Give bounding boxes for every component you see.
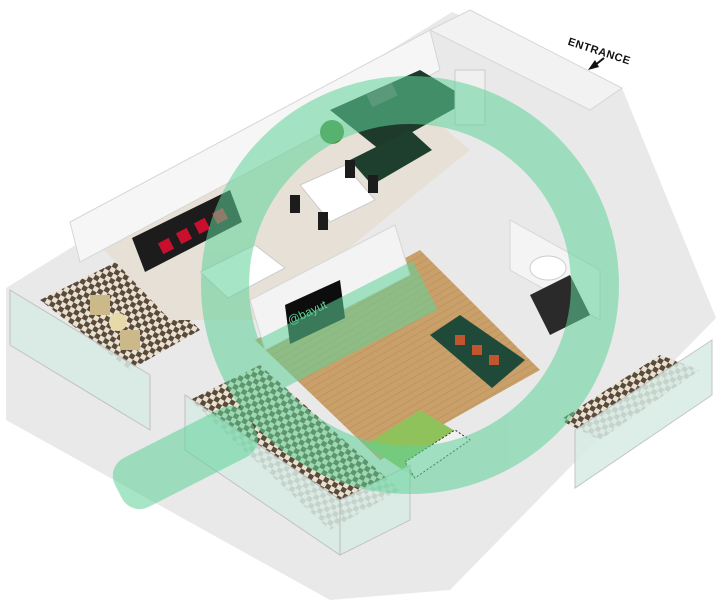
sofa-cushion — [472, 345, 482, 355]
entrance-wall — [428, 9, 623, 111]
dining-chair — [318, 212, 328, 230]
balcony-chair — [90, 295, 110, 315]
sofa-cushion — [455, 335, 465, 345]
balcony-table — [109, 313, 127, 331]
dining-table — [299, 164, 376, 223]
dining-chair — [345, 160, 355, 178]
arrow-down-left-icon — [588, 57, 605, 70]
left-balcony-railing — [9, 289, 151, 431]
dining-chair — [368, 175, 378, 193]
sofa-cushion — [157, 237, 175, 255]
dining-chair — [290, 195, 300, 213]
bathtub — [529, 255, 567, 281]
kitchen-island — [350, 130, 432, 185]
sofa-cushion — [489, 355, 499, 365]
bayut-logo-watermark-icon — [112, 76, 619, 510]
sofa-cushion — [175, 227, 193, 245]
right-balcony-railing — [574, 339, 713, 489]
left-balcony-floor — [40, 255, 200, 370]
sofa-cushion — [193, 217, 211, 235]
balcony-chair — [120, 330, 140, 350]
